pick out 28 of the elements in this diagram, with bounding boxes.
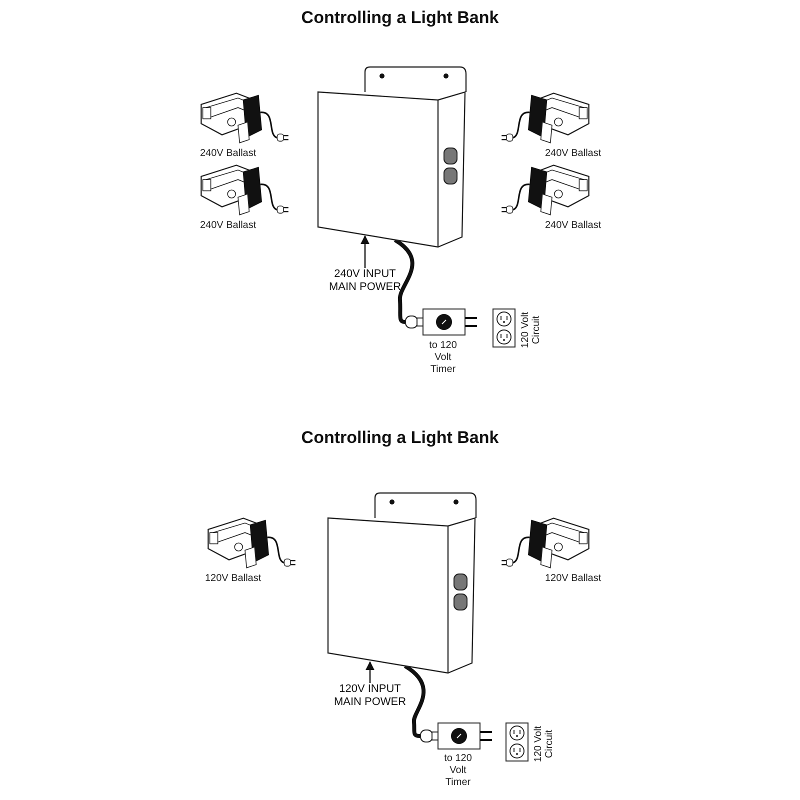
ballast-light-drawing — [500, 515, 592, 571]
leader-arrow — [365, 661, 375, 683]
ballast-label: 240V Ballast — [545, 148, 602, 159]
leader-arrow — [360, 235, 370, 268]
ballast-light-drawing — [205, 515, 297, 571]
ballast-label: 240V Ballast — [200, 220, 256, 231]
timer-drawing — [405, 308, 480, 336]
power-cord — [394, 238, 414, 324]
power-cord — [404, 664, 426, 738]
outlet-drawing — [492, 308, 516, 348]
callout-label: 120V INPUT MAIN POWER — [328, 683, 412, 709]
section-heading: Controlling a Light Bank — [300, 8, 500, 28]
outlet-label: 120 Volt Circuit — [533, 724, 555, 764]
callout-label: 240V INPUT MAIN POWER — [323, 268, 407, 294]
ballast-label: 240V Ballast — [200, 148, 256, 159]
ballast-label: 120V Ballast — [205, 573, 262, 584]
outlet-label: 120 Volt Circuit — [520, 310, 542, 350]
timer-drawing — [420, 722, 495, 750]
ballast-light-drawing — [500, 162, 592, 218]
timer-label: to 120 Volt Timer — [443, 753, 473, 789]
ballast-light-drawing — [198, 90, 290, 146]
ballast-label: 120V Ballast — [545, 573, 602, 584]
ballast-light-drawing — [198, 162, 290, 218]
section-heading: Controlling a Light Bank — [300, 428, 500, 448]
outlet-drawing — [505, 722, 529, 762]
ballast-label: 240V Ballast — [545, 220, 602, 231]
timer-label: to 120 Volt Timer — [428, 340, 458, 376]
ballast-light-drawing — [500, 90, 592, 146]
